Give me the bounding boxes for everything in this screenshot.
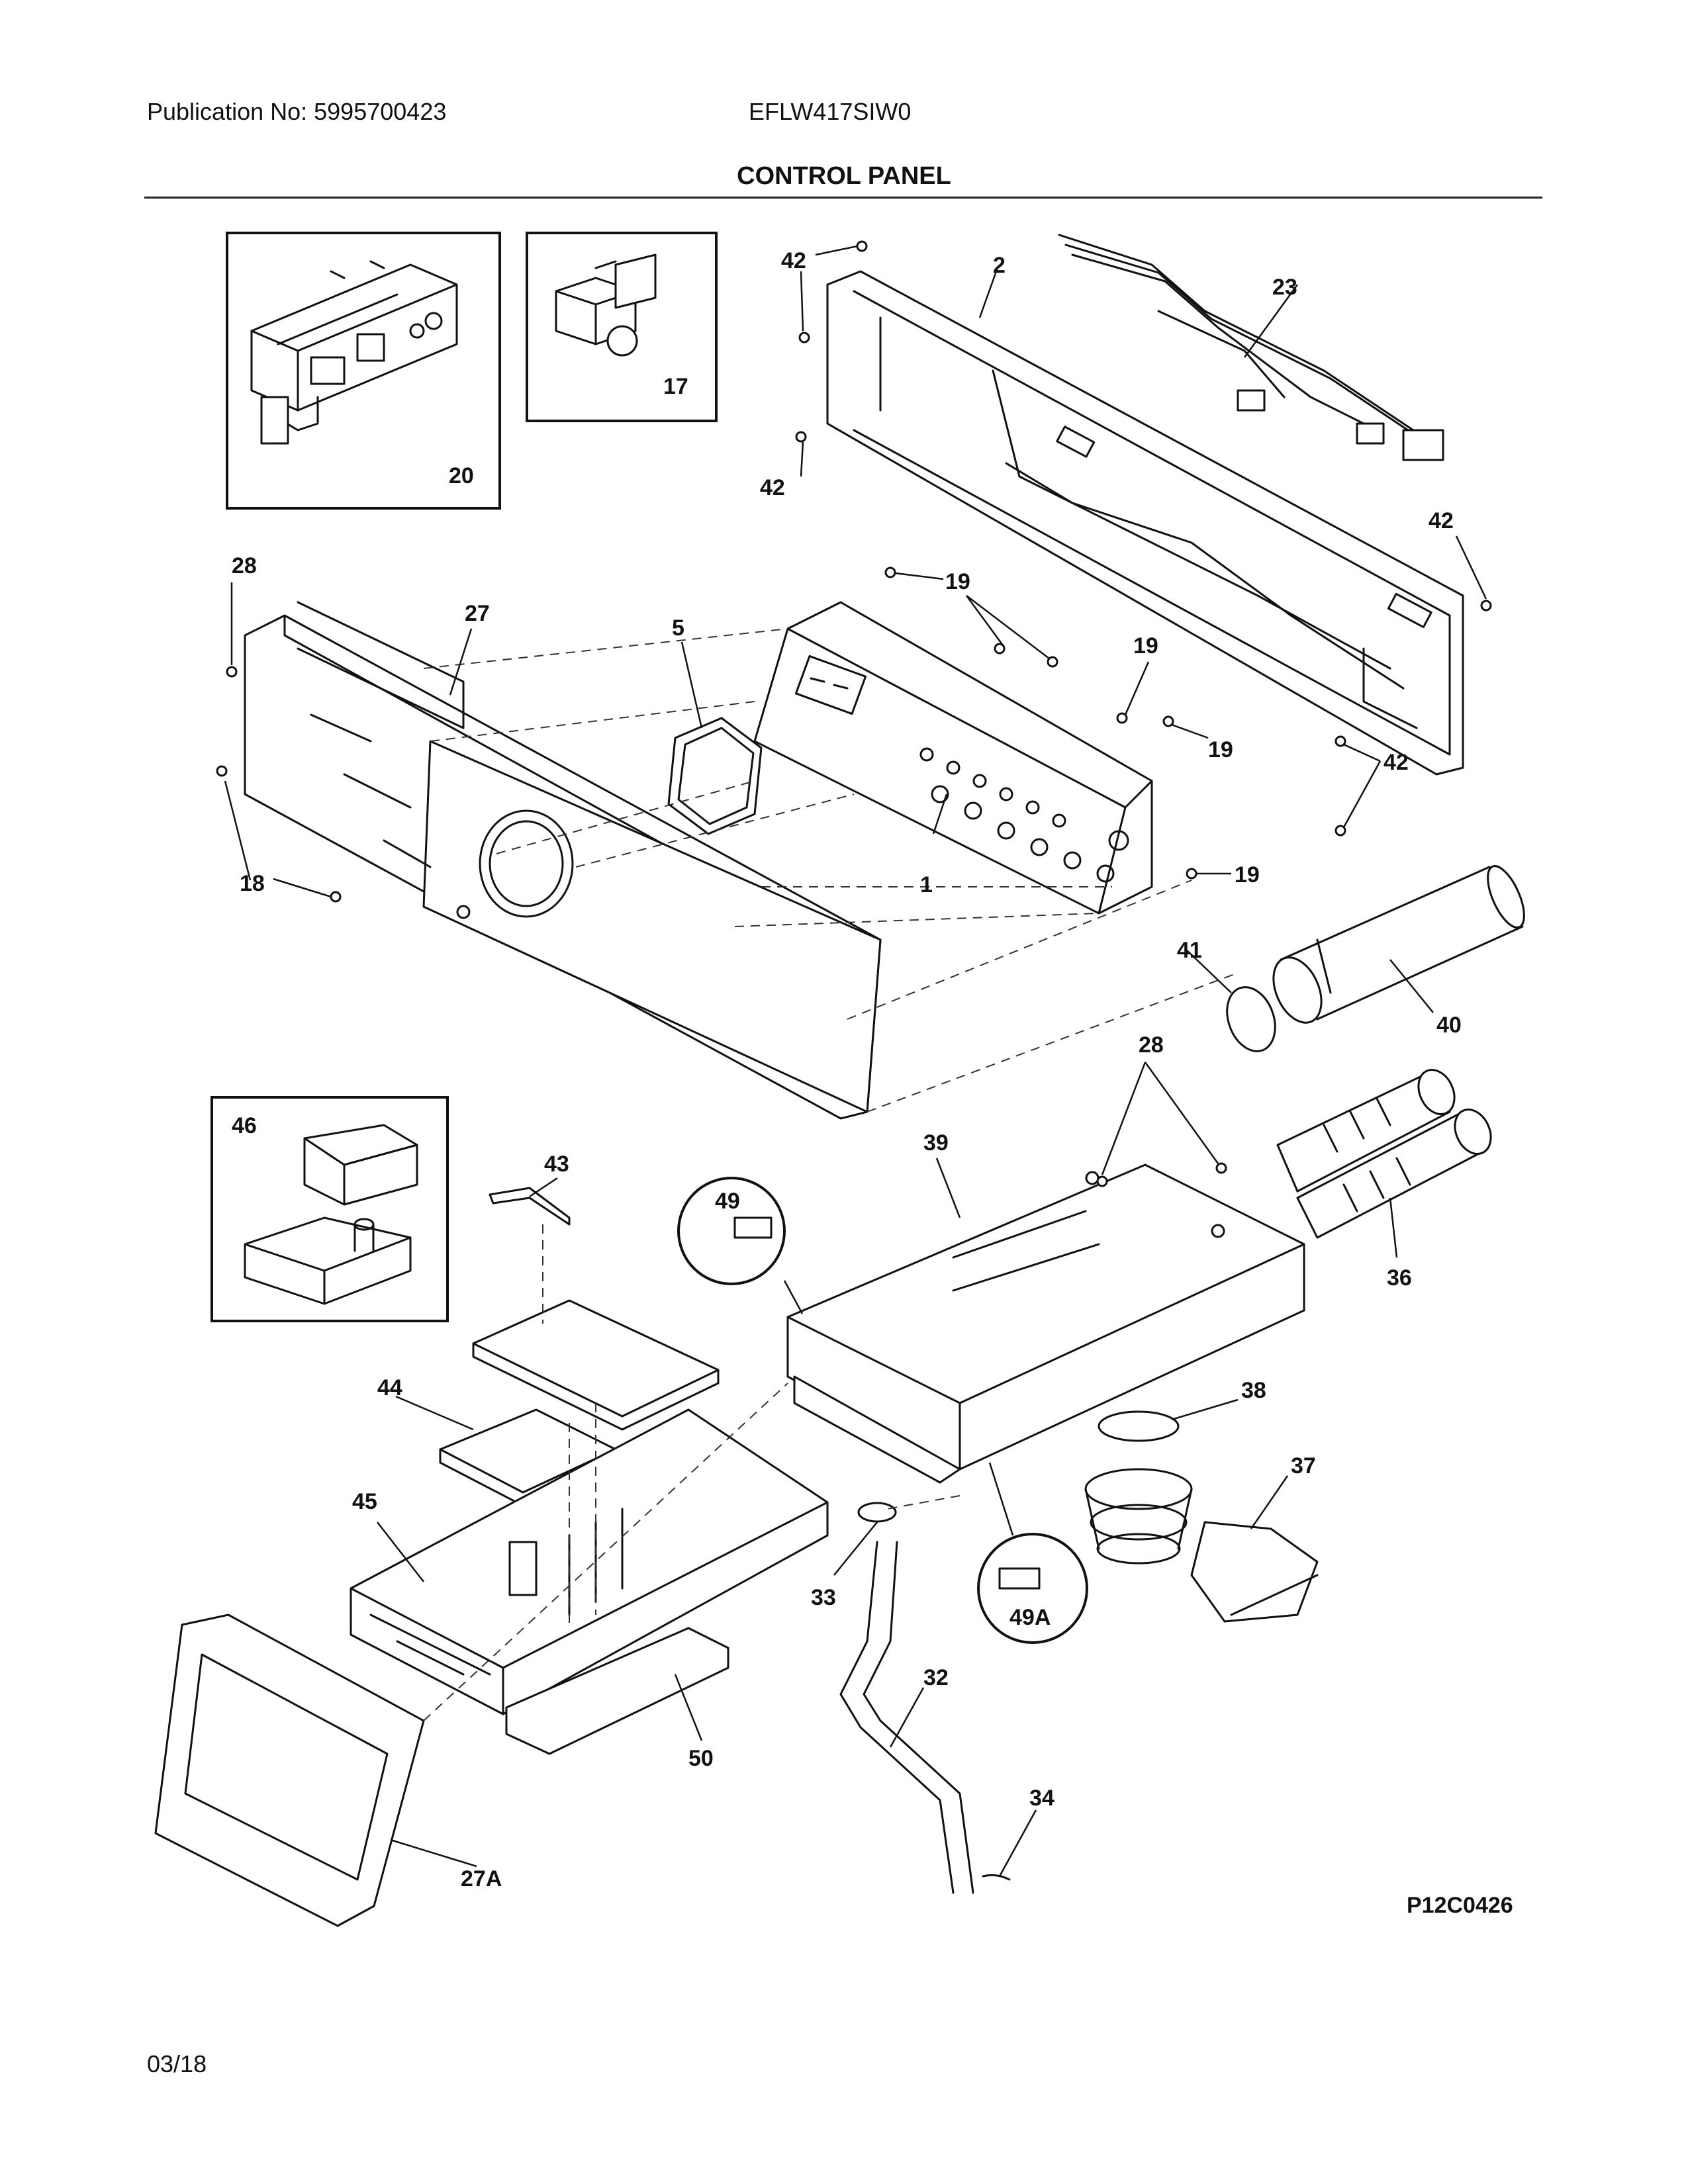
- circle-detail-49: [677, 1177, 786, 1285]
- filter-cylinder-part-40: [1272, 865, 1525, 1024]
- footer-date: 03/18: [147, 2050, 207, 2077]
- callout-28: 28: [1139, 1032, 1164, 1058]
- callout-37: 37: [1291, 1453, 1316, 1479]
- callout-20: 20: [449, 463, 474, 488]
- callout-5: 5: [672, 615, 684, 641]
- callout-49: 49: [715, 1189, 740, 1214]
- clamp-part-38: [1098, 1410, 1180, 1442]
- callout-1: 1: [920, 872, 933, 897]
- publication-number: Publication No: 5995700423: [147, 98, 447, 125]
- callout-18: 18: [240, 871, 265, 896]
- leader-lines: [224, 245, 1487, 1877]
- callout-39: 39: [923, 1130, 949, 1156]
- callout-33: 33: [811, 1585, 836, 1610]
- callout-17: 17: [663, 374, 688, 399]
- callout-42: 42: [1383, 750, 1409, 775]
- callout-43: 43: [544, 1152, 569, 1177]
- callout-2: 2: [993, 253, 1006, 278]
- ui-board-part-1: [753, 601, 1153, 915]
- screws: [216, 240, 1492, 1187]
- callout-46: 46: [232, 1113, 257, 1138]
- callout-44: 44: [377, 1375, 402, 1400]
- rear-panel-frame-part-2: [826, 270, 1464, 776]
- callout-19: 19: [1235, 862, 1260, 887]
- softener-cup-illustration: [244, 1124, 418, 1305]
- callout-40: 40: [1436, 1013, 1462, 1038]
- drawer-handle-part-27a: [154, 1614, 425, 1927]
- callout-38: 38: [1241, 1378, 1266, 1403]
- o-ring-part-41: [1226, 986, 1276, 1052]
- siphon-cap-part-43: [489, 1187, 571, 1226]
- callout-34: 34: [1029, 1786, 1055, 1811]
- alignment-lines: [423, 628, 1239, 1721]
- callout-42: 42: [781, 248, 806, 273]
- callout-19: 19: [945, 569, 970, 594]
- inset-box-part-46: 46: [211, 1096, 449, 1322]
- circle-detail-49a: [977, 1533, 1088, 1644]
- callout-41: 41: [1177, 938, 1202, 963]
- callout-27: 27: [465, 601, 490, 626]
- console-panel-part-27: [244, 601, 882, 1120]
- inlet-valve-part-36: [1276, 1069, 1492, 1239]
- inset-box-part-17: 17: [526, 232, 718, 422]
- control-board-illustration: [250, 260, 458, 445]
- page-title: CONTROL PANEL: [737, 162, 951, 190]
- inset-box-part-20: 20: [226, 232, 501, 510]
- callout-42: 42: [1429, 508, 1454, 533]
- callout-28: 28: [232, 553, 257, 578]
- door-lock-illustration: [555, 253, 657, 357]
- wire-harness-part-23: [1058, 234, 1444, 461]
- callout-42: 42: [760, 475, 785, 500]
- callout-19: 19: [1133, 633, 1158, 659]
- callout-36: 36: [1387, 1265, 1412, 1291]
- knob-ring-part-5: [667, 717, 763, 835]
- tie-part-34: [982, 1874, 1011, 1881]
- model-number: EFLW417SIW0: [749, 98, 912, 125]
- callout-32: 32: [923, 1665, 949, 1690]
- clamp-part-33: [857, 1502, 897, 1523]
- callout-27a: 27A: [461, 1866, 502, 1891]
- dispenser-drawer-part-45: [350, 1408, 829, 1715]
- callout-49a: 49A: [1009, 1605, 1051, 1630]
- callout-50: 50: [688, 1746, 714, 1771]
- button-holes: [919, 747, 1129, 883]
- callout-23: 23: [1272, 275, 1297, 300]
- callout-45: 45: [352, 1489, 377, 1514]
- drain-hose-part-32: [839, 1541, 955, 1894]
- drawer-insert-part-50: [505, 1627, 729, 1755]
- drawing-code: P12C0426: [1407, 1893, 1513, 1918]
- header-rule: [144, 197, 1542, 199]
- dispenser-housing-part-39: [786, 1163, 1305, 1484]
- callout-19: 19: [1208, 737, 1233, 762]
- bellows-part-37: [1084, 1468, 1319, 1623]
